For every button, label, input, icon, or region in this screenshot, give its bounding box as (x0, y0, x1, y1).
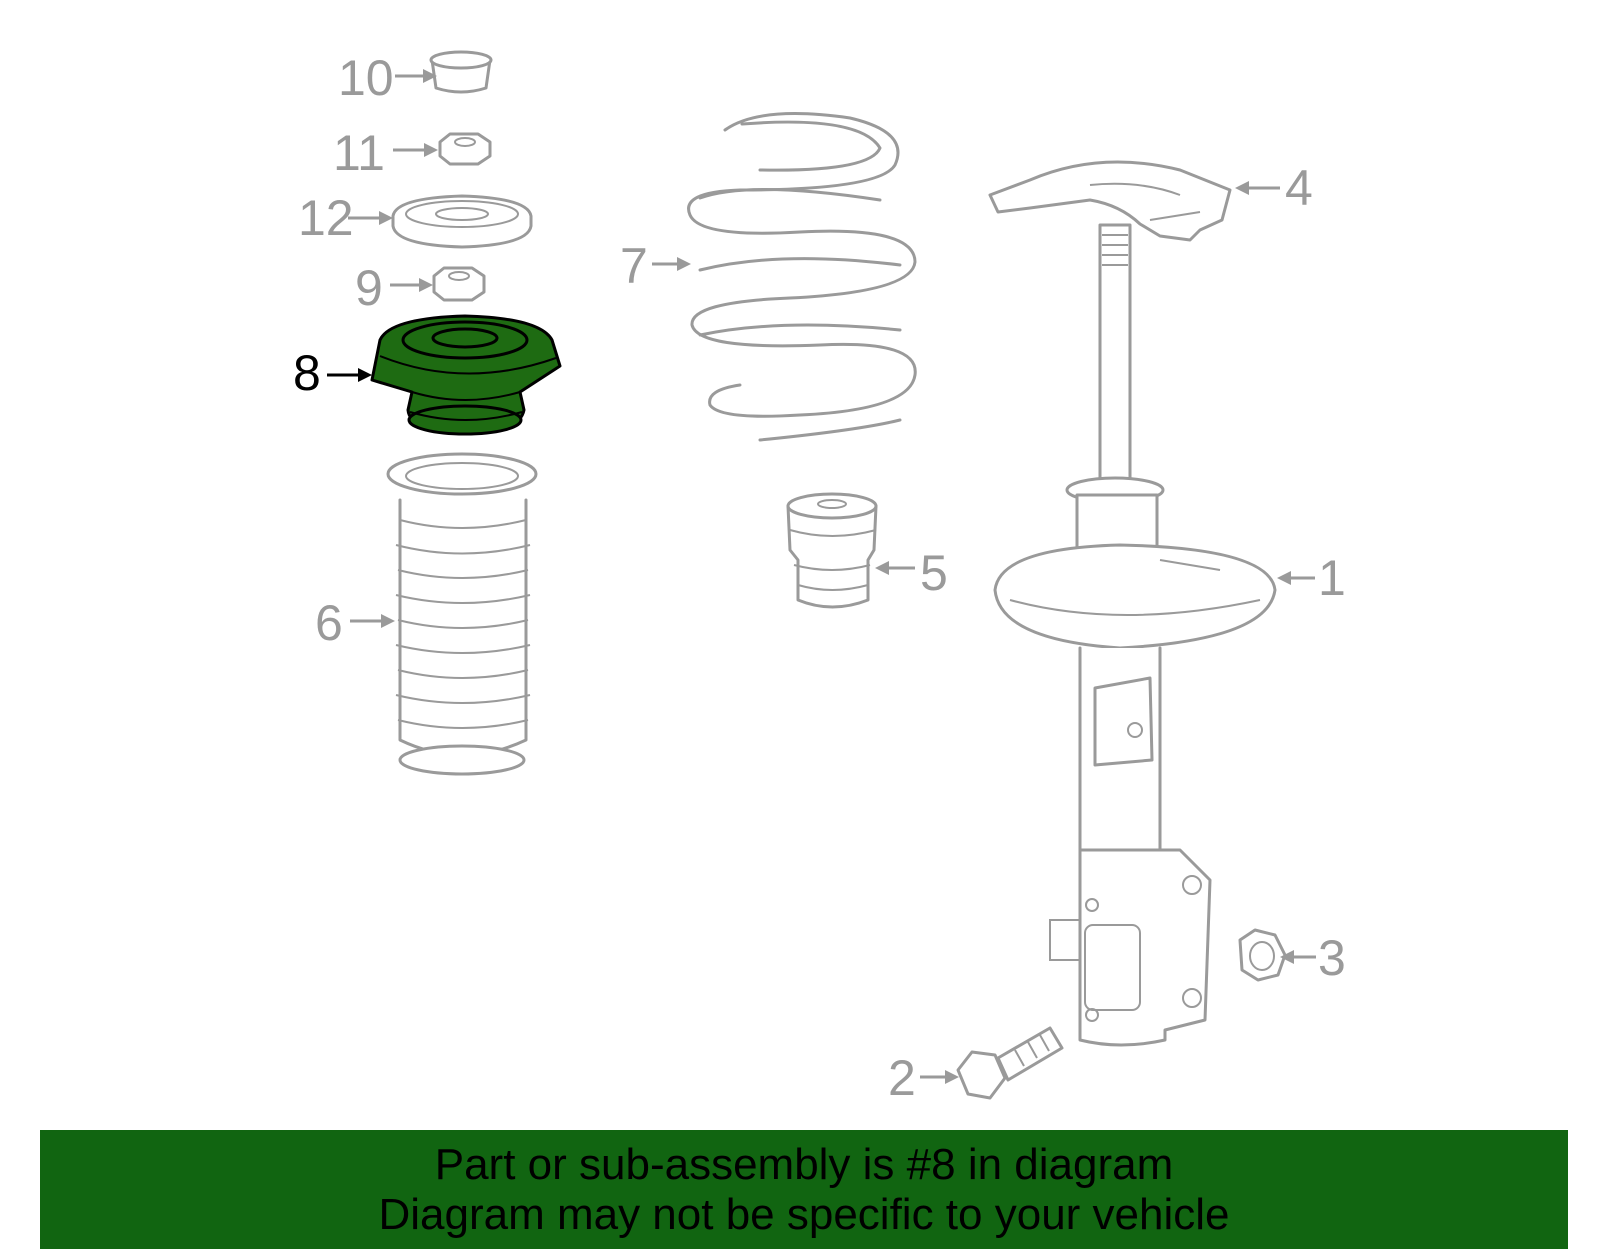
svg-text:1: 1 (1318, 550, 1346, 606)
callout-8: 8 (293, 345, 372, 401)
svg-text:2: 2 (888, 1050, 916, 1106)
part-5-bump-stop (786, 492, 878, 609)
banner-line-1: Part or sub-assembly is #8 in diagram (434, 1140, 1174, 1189)
callout-6: 6 (315, 595, 395, 651)
callout-2: 2 (888, 1050, 959, 1106)
callout-10: 11 (333, 125, 438, 181)
part-4-spring-seat (988, 160, 1232, 242)
callout-3: 3 (1280, 930, 1346, 986)
svg-text:11: 11 (333, 125, 385, 181)
callout-11: 12 (298, 190, 393, 246)
part-1-strut (993, 223, 1277, 1047)
svg-text:3: 3 (1318, 930, 1346, 986)
svg-text:5: 5 (920, 545, 948, 601)
callout-12: 10 (338, 50, 437, 106)
svg-text:7: 7 (620, 238, 648, 294)
callout-5: 5 (875, 545, 948, 601)
callout-9: 9 (355, 260, 433, 316)
svg-text:6: 6 (315, 595, 343, 651)
svg-text:8: 8 (293, 345, 321, 401)
part-10-nut (438, 132, 492, 166)
part-6-dust-boot (386, 452, 538, 776)
parts-diagram: 10 11 12 9 8 6 7 5 4 (293, 50, 1346, 1106)
svg-text:10: 10 (338, 50, 394, 106)
banner-line-2: Diagram may not be specific to your vehi… (378, 1190, 1230, 1239)
part-9-nut (432, 266, 486, 302)
part-11-plate (391, 194, 533, 249)
svg-text:9: 9 (355, 260, 383, 316)
callout-1: 1 (1277, 550, 1346, 606)
part-3-nut (1238, 928, 1287, 982)
part-8-strut-mount[interactable] (370, 314, 562, 436)
part-7-coil-spring (687, 112, 917, 442)
callout-4: 4 (1235, 160, 1313, 216)
part-2-bolt (956, 1026, 1064, 1100)
callout-7: 7 (620, 238, 691, 294)
svg-text:12: 12 (298, 190, 354, 246)
info-banner: Part or sub-assembly is #8 in diagram Di… (40, 1130, 1568, 1249)
part-12-cap (429, 50, 493, 94)
svg-text:4: 4 (1285, 160, 1313, 216)
